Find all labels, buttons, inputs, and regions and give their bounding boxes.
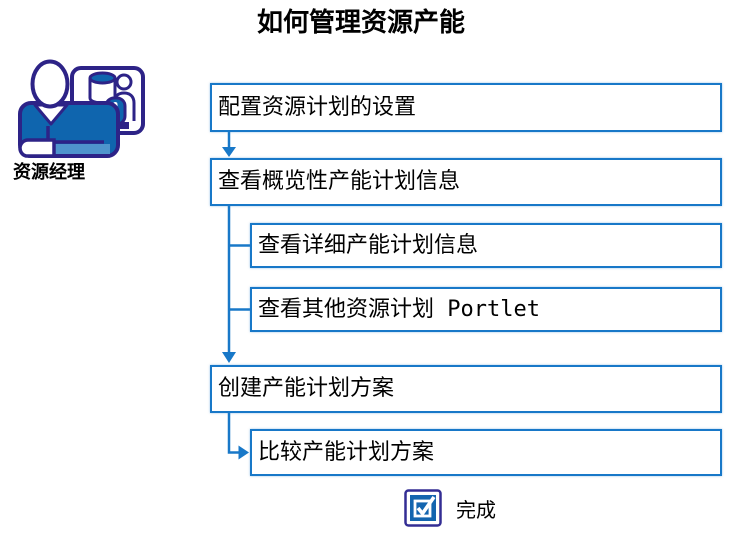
step-label: 查看概览性产能计划信息 <box>218 169 461 194</box>
resource-manager-icon <box>18 59 145 158</box>
step-box-configure-settings: 配置资源计划的设置 <box>210 83 722 132</box>
step-label: 配置资源计划的设置 <box>218 94 417 120</box>
arrow-down-icon <box>222 352 236 363</box>
step-box-compare-capacity-scenarios: 比较产能计划方案 <box>250 429 722 476</box>
done-row: 完成 <box>404 489 496 527</box>
step-box-view-overview-capacity-info: 查看概览性产能计划信息 <box>210 158 722 206</box>
step-box-view-detailed-capacity-info: 查看详细产能计划信息 <box>250 223 722 268</box>
actor: 资源经理 <box>13 56 158 183</box>
done-label: 完成 <box>456 497 496 522</box>
step-label: 查看详细产能计划信息 <box>258 232 479 258</box>
step-label: 查看其他资源计划 Portlet <box>258 296 540 322</box>
step-label: 创建产能计划方案 <box>218 376 395 401</box>
step-label: 比较产能计划方案 <box>258 439 435 465</box>
connector-step5-step6 <box>227 413 240 454</box>
page-title: 如何管理资源产能 <box>256 8 465 38</box>
arrow-right-icon <box>238 445 249 460</box>
actor-label: 资源经理 <box>13 162 85 183</box>
step-box-create-capacity-scenario: 创建产能计划方案 <box>210 365 722 413</box>
checkbox-checked-icon <box>404 489 442 527</box>
step-box-view-other-portlets: 查看其他资源计划 Portlet <box>250 287 722 332</box>
arrow-down-icon <box>222 147 236 157</box>
